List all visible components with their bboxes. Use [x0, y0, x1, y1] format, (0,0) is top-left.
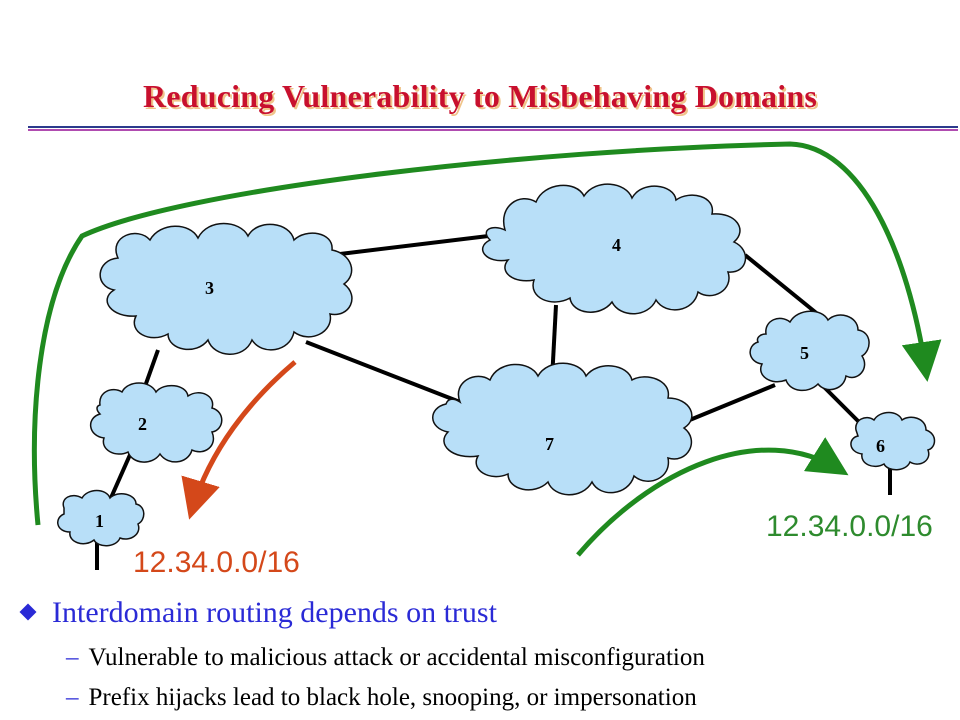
hijack-announcement-arrow — [181, 360, 297, 520]
cloud-5 — [749, 310, 870, 392]
bullet-main-text: Interdomain routing depends on trust — [52, 596, 497, 629]
cloud-3 — [99, 222, 353, 355]
node-label-5: 5 — [800, 343, 809, 363]
legitimate-prefix-label: 12.34.0.0/16 — [766, 510, 933, 543]
link-5-7 — [679, 383, 776, 426]
node-label-6: 6 — [876, 436, 885, 456]
cloud-2 — [90, 382, 223, 463]
node-label-2: 2 — [138, 414, 147, 434]
slide-title: Reducing Vulnerability to Misbehaving Do… — [143, 78, 817, 114]
sub-bullet-text: Prefix hijacks lead to black hole, snoop… — [88, 684, 697, 711]
cloud-1 — [57, 489, 145, 547]
node-label-4: 4 — [612, 235, 621, 255]
bullet-diamond-icon — [19, 603, 37, 621]
legitimate-route-arrow — [576, 437, 849, 557]
links — [95, 232, 892, 570]
sub-bullet-2: –Prefix hijacks lead to black hole, snoo… — [66, 684, 697, 712]
network-diagram: 3 4 7 5 2 1 6 — [31, 141, 942, 570]
hijack-propagation-arrow — [31, 141, 942, 526]
hijacked-prefix-label: 12.34.0.0/16 — [133, 546, 300, 579]
link-4-5 — [743, 253, 827, 322]
cloud-7 — [432, 362, 693, 496]
title-rule-purple — [28, 129, 958, 131]
link-1-2 — [108, 447, 135, 501]
bullet-main: Interdomain routing depends on trust — [19, 596, 497, 630]
sub-bullet-1: –Vulnerable to malicious attack or accid… — [66, 644, 705, 672]
title-rule-blue — [28, 126, 958, 128]
sub-bullet-marker: – — [66, 644, 79, 671]
link-3-7 — [305, 340, 461, 404]
node-label-1: 1 — [95, 511, 104, 531]
link-5-6 — [818, 381, 867, 430]
node-label-3: 3 — [205, 278, 214, 298]
cloud-6 — [850, 411, 936, 471]
link-3-4 — [339, 232, 506, 256]
sub-bullet-text: Vulnerable to malicious attack or accide… — [88, 644, 705, 671]
node-label-7: 7 — [545, 434, 554, 454]
sub-bullet-marker: – — [66, 684, 79, 711]
cloud-4 — [482, 183, 747, 315]
